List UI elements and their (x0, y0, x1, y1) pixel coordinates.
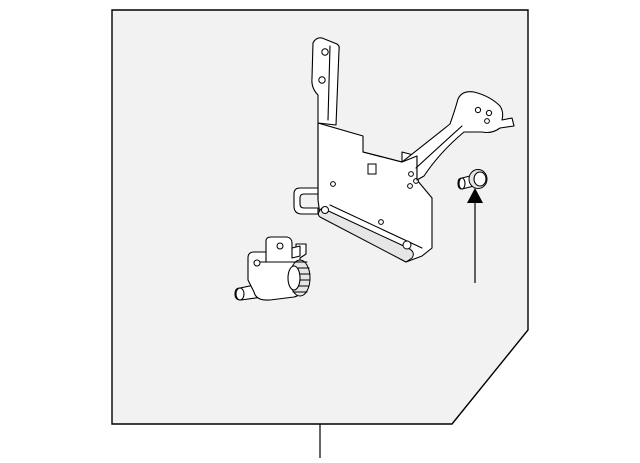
mounting-bracket (293, 37, 515, 263)
actuator-motor (234, 236, 311, 301)
bolt-callout-arrow (467, 188, 483, 283)
bolt (457, 169, 488, 190)
